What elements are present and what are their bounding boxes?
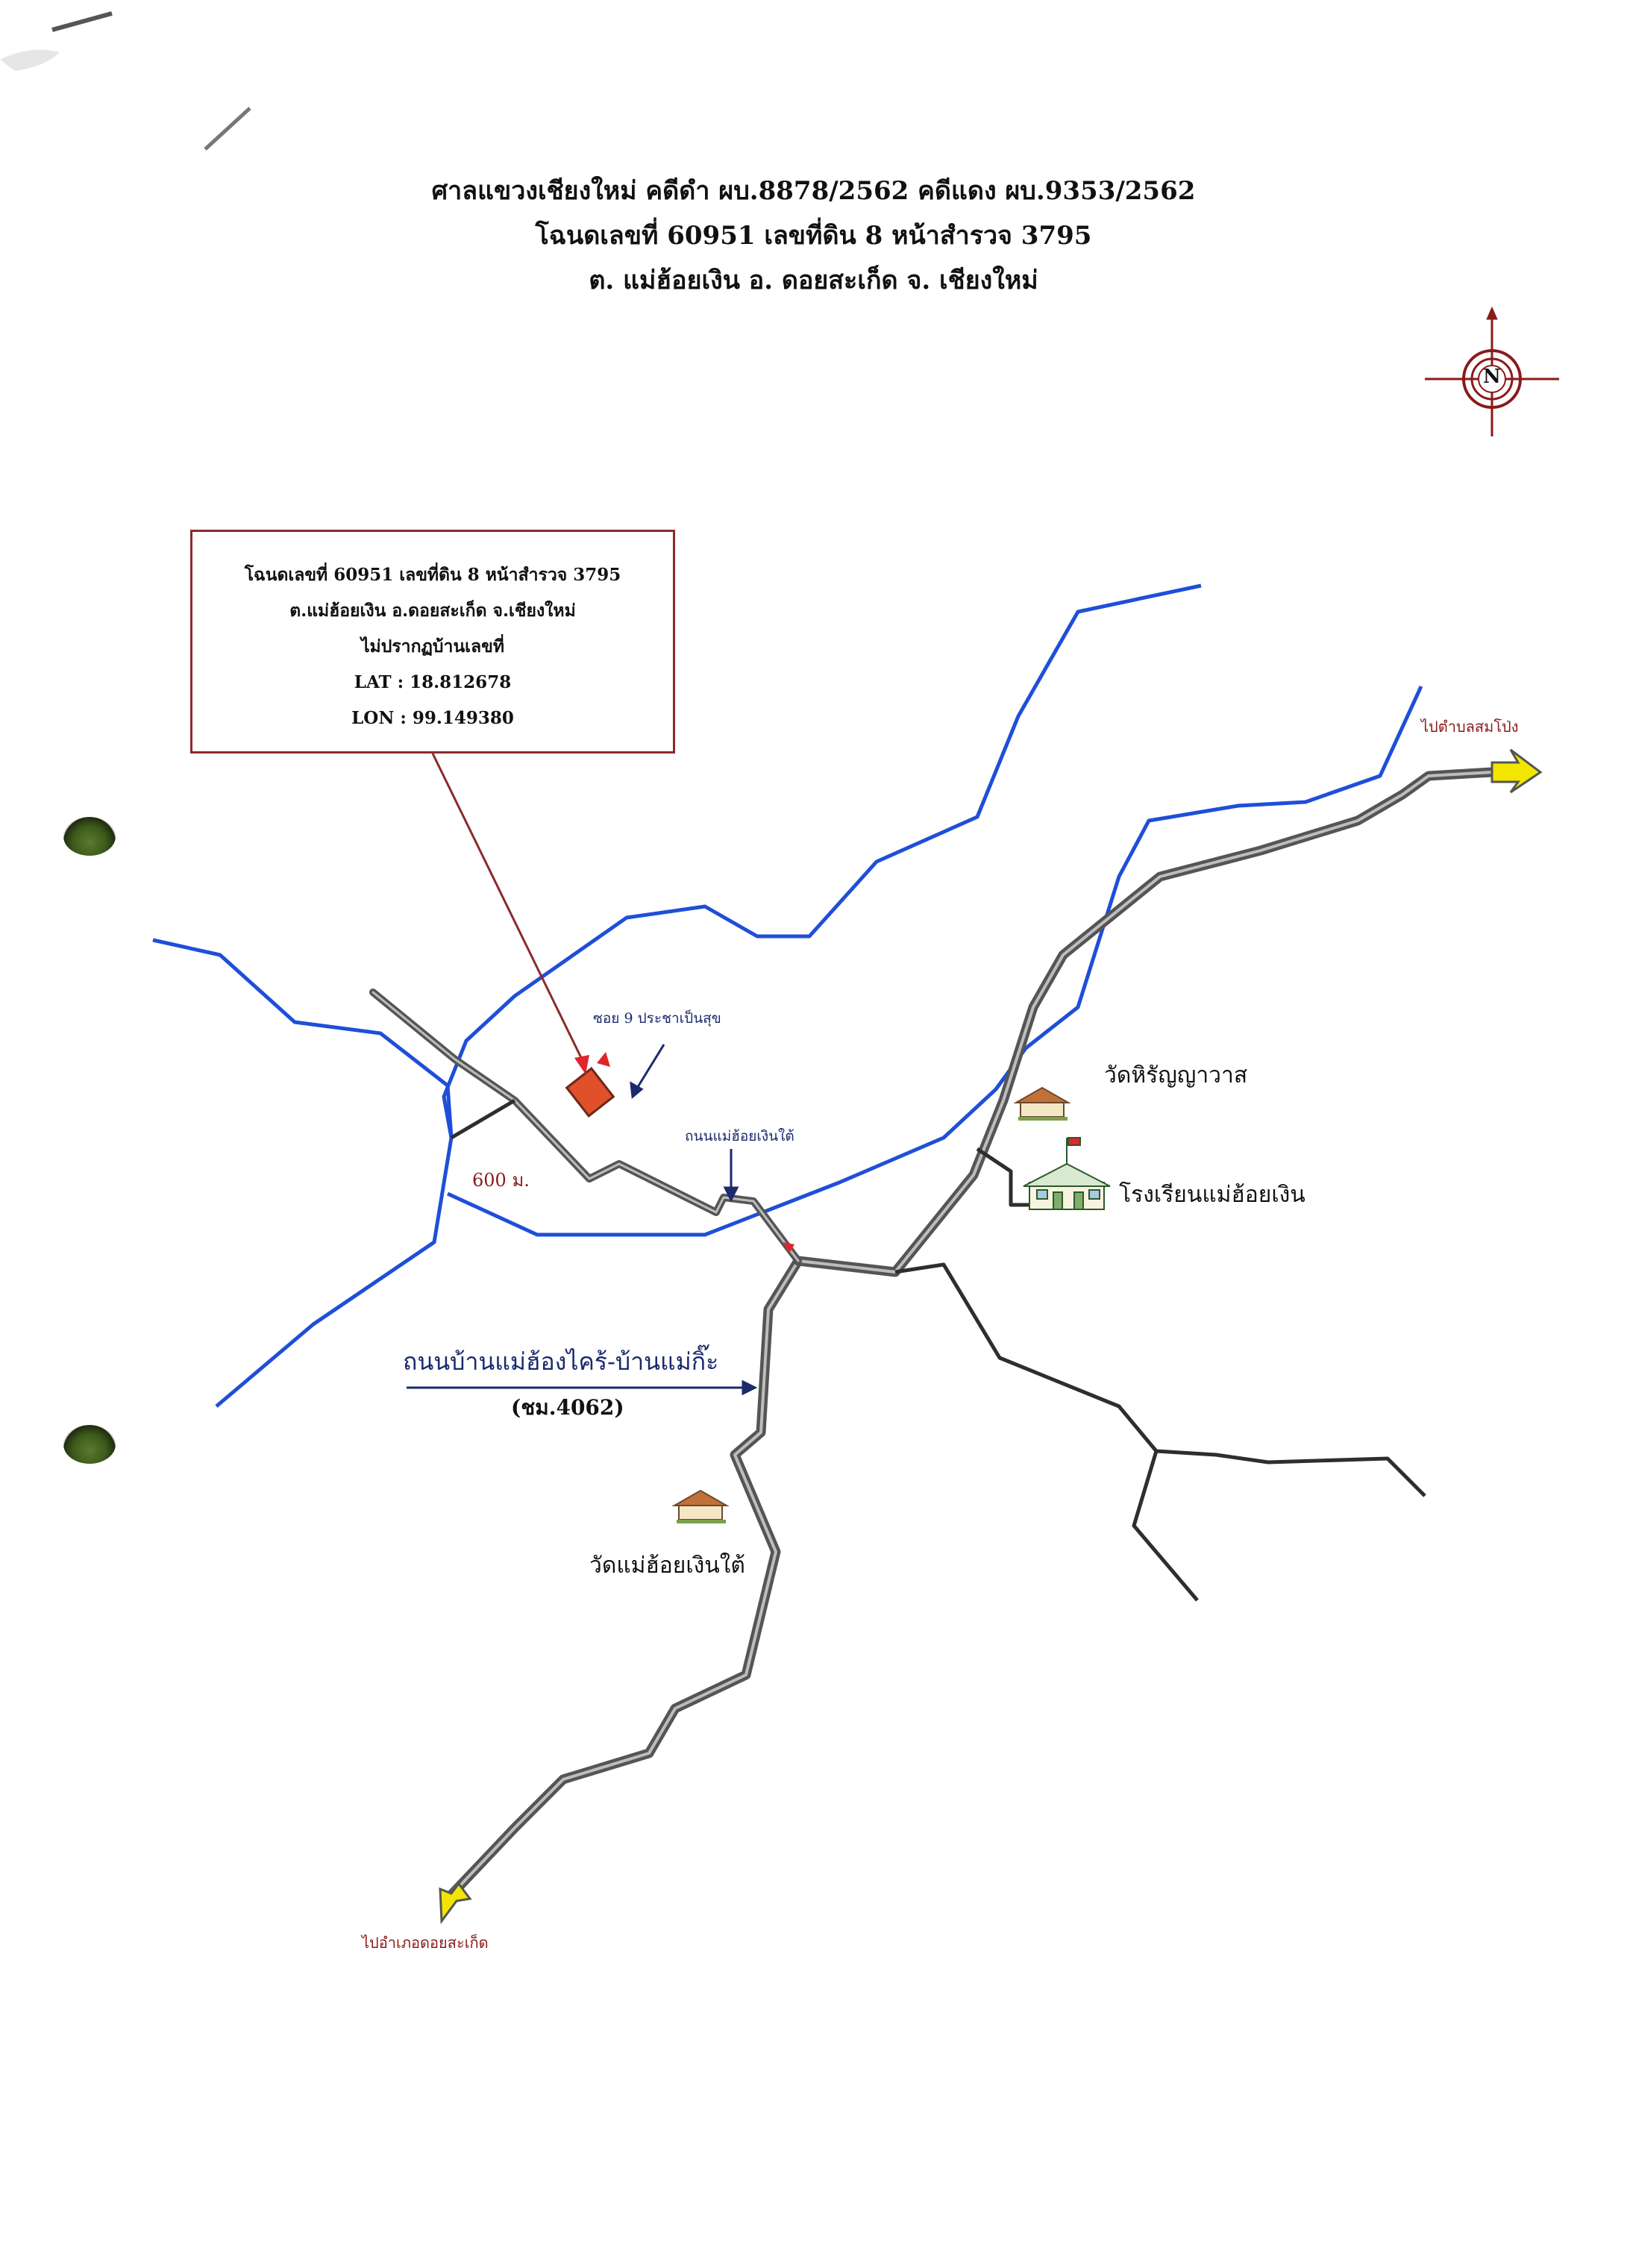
label-to-northeast: ไปตำบลสมโป่ง (1421, 718, 1519, 736)
punch-hole (63, 817, 116, 856)
info-no-address: ไม่ปรากฏบ้านเลขที่ (360, 636, 505, 657)
label-temple-2: วัดแม่ฮ้อยเงินใต้ (589, 1553, 745, 1579)
label-road-local: ถนนแม่ฮ้อยเงินใต้ (685, 1128, 794, 1144)
header-location: ต. แม่ฮ้อยเงิน อ. ดอยสะเก็ด จ. เชียงใหม่ (589, 266, 1038, 295)
main-roads (369, 767, 1497, 1904)
parcel-info-box: โฉนดเลขที่ 60951 เลขที่ดิน 8 หน้าสำรวจ 3… (190, 530, 675, 754)
pointer-arrows (407, 1044, 758, 1396)
label-school: โรงเรียนแม่ฮ้อยเงิน (1119, 1182, 1305, 1208)
river-west (152, 938, 454, 1138)
info-location: ต.แม่ฮ้อยเงิน อ.ดอยสะเก็ด จ.เชียงใหม่ (289, 601, 576, 621)
temple-icon (671, 1489, 730, 1523)
direction-arrows (439, 748, 1543, 1925)
label-road-main: ถนนบ้านแม่ฮ้องไคร้-บ้านแม่กิ๊ะ (403, 1347, 719, 1376)
label-to-southwest: ไปอำเภอดอยสะเก็ด (362, 1934, 489, 1952)
compass-north-label: N (1483, 366, 1501, 388)
header-court-case: ศาลแขวงเชียงใหม่ คดีดำ ผบ.8878/2562 คดีแ… (431, 176, 1196, 206)
scan-marks (0, 11, 251, 151)
header-deed: โฉนดเลขที่ 60951 เลขที่ดิน 8 หน้าสำรวจ 3… (535, 221, 1092, 251)
punch-hole (63, 1425, 116, 1464)
label-soi: ซอย 9 ประชาเป็นสุข (593, 1010, 721, 1027)
arrow-northeast (1490, 748, 1543, 794)
info-deed: โฉนดเลขที่ 60951 เลขที่ดิน 8 หน้าสำรวจ 3… (244, 565, 621, 585)
land-parcel (565, 1067, 615, 1118)
label-distance: 600 ม. (472, 1170, 530, 1191)
label-temple-1: วัดหิรัญญาวาส (1104, 1062, 1248, 1088)
temple-icon (1013, 1086, 1071, 1121)
leader-line (431, 753, 794, 1253)
info-lon: LON : 99.149380 (351, 708, 514, 728)
river-north (215, 583, 1202, 1408)
local-roads (450, 1098, 1426, 1602)
compass-rose (1425, 306, 1559, 436)
info-lat: LAT : 18.812678 (354, 672, 512, 692)
school-icon (1023, 1137, 1111, 1210)
arrow-southwest (439, 1878, 472, 1925)
river-south (446, 685, 1423, 1237)
label-road-code: (ชม.4062) (511, 1395, 624, 1420)
rivers (152, 583, 1423, 1408)
